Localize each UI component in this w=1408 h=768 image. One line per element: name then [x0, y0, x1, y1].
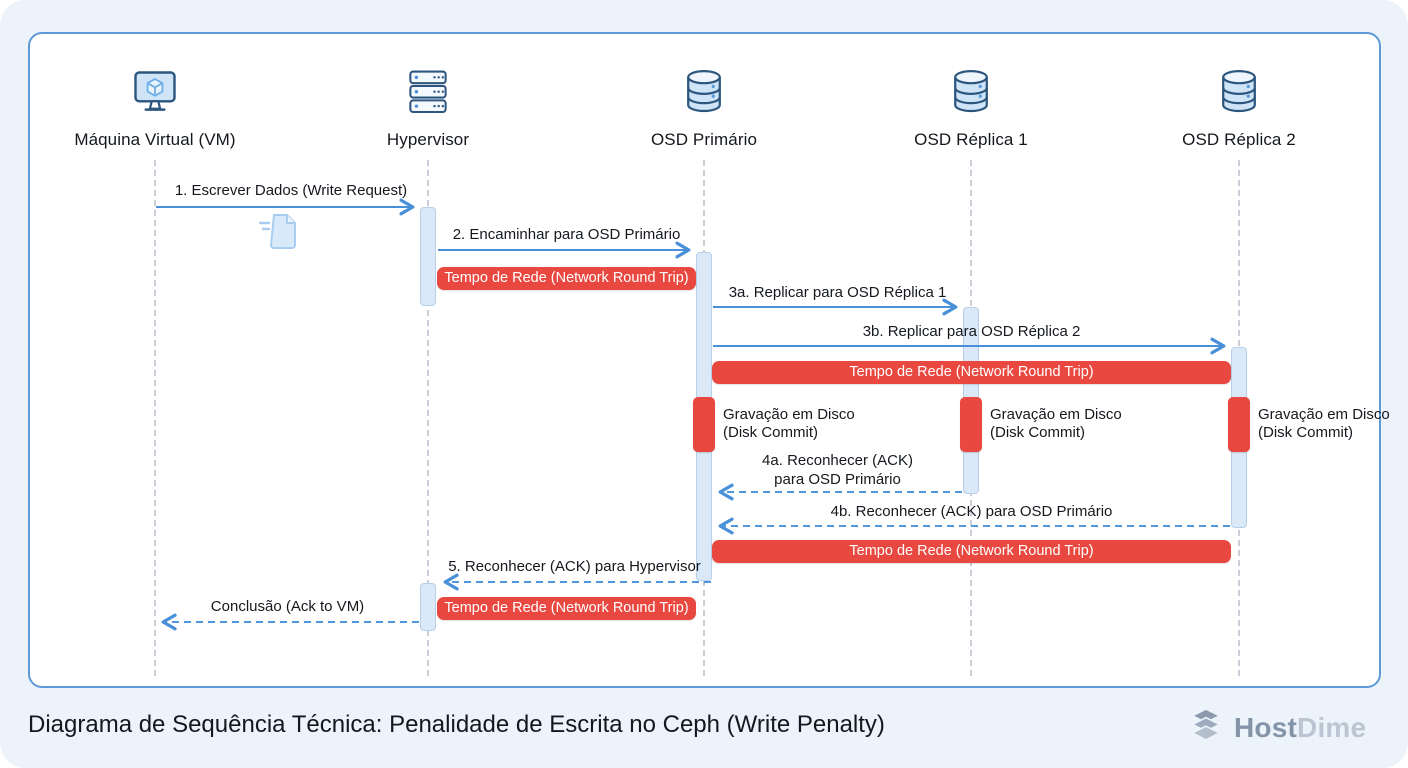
- participant-label-osd-replica1: OSD Réplica 1: [914, 130, 1028, 149]
- participant-label-osd-primary: OSD Primário: [650, 130, 758, 149]
- hostdime-logo: HostDime: [1186, 706, 1366, 750]
- participant-label-vm: Máquina Virtual (VM): [74, 130, 236, 149]
- diagram-title: Diagrama de Sequência Técnica: Penalidad…: [28, 711, 885, 738]
- message-label-4b: 4b. Reconhecer (ACK) para OSD Primário: [830, 503, 1113, 520]
- message-label-2: 2. Encaminhar para OSD Primário: [452, 226, 681, 243]
- participant-label-osd-replica2: OSD Réplica 2: [1182, 130, 1296, 149]
- message-label-4a-line1: 4a. Reconhecer (ACK): [762, 452, 913, 469]
- write-data-document-icon: [256, 208, 304, 261]
- disk-commit-label-replica2: Gravação em Disco (Disk Commit): [1258, 406, 1390, 441]
- message-label-5: 5. Reconhecer (ACK) para Hypervisor: [448, 558, 701, 575]
- message-label-3b: 3b. Replicar para OSD Réplica 2: [862, 323, 1081, 340]
- network-latency-banner-3: Tempo de Rede (Network Round Trip): [712, 540, 1231, 563]
- network-latency-banner-4: Tempo de Rede (Network Round Trip): [437, 597, 696, 620]
- network-latency-banner-1: Tempo de Rede (Network Round Trip): [437, 267, 696, 290]
- disk-commit-bar-replica1: [960, 397, 982, 452]
- database-icon: [1213, 66, 1265, 118]
- logo-text-host: Host: [1234, 712, 1298, 743]
- vm-monitor-icon: [129, 66, 181, 118]
- lifeline-hypervisor: [427, 160, 429, 676]
- message-label-1: 1. Escrever Dados (Write Request): [174, 182, 408, 199]
- activation-bar-hypervisor-1: [420, 207, 436, 306]
- server-stack-icon: [402, 66, 454, 118]
- message-label-3a: 3a. Replicar para OSD Réplica 1: [728, 284, 947, 301]
- message-label-4a: 4a. Reconhecer (ACK) para OSD Primário: [712, 451, 963, 489]
- message-label-conclusion: Conclusão (Ack to VM): [210, 598, 365, 615]
- disk-commit-label-primary: Gravação em Disco (Disk Commit): [723, 406, 855, 441]
- hostdime-logo-icon: [1186, 706, 1226, 751]
- network-latency-banner-2: Tempo de Rede (Network Round Trip): [712, 361, 1231, 384]
- database-icon: [945, 66, 997, 118]
- logo-text-dime: Dime: [1297, 712, 1367, 743]
- database-icon: [678, 66, 730, 118]
- message-label-4a-line2: para OSD Primário: [774, 471, 901, 488]
- disk-commit-bar-replica2: [1228, 397, 1250, 452]
- disk-commit-bar-primary: [693, 397, 715, 452]
- lifeline-vm: [154, 160, 156, 676]
- participant-label-hypervisor: Hypervisor: [386, 130, 470, 149]
- activation-bar-hypervisor-2: [420, 583, 436, 631]
- disk-commit-label-replica1: Gravação em Disco (Disk Commit): [990, 406, 1122, 441]
